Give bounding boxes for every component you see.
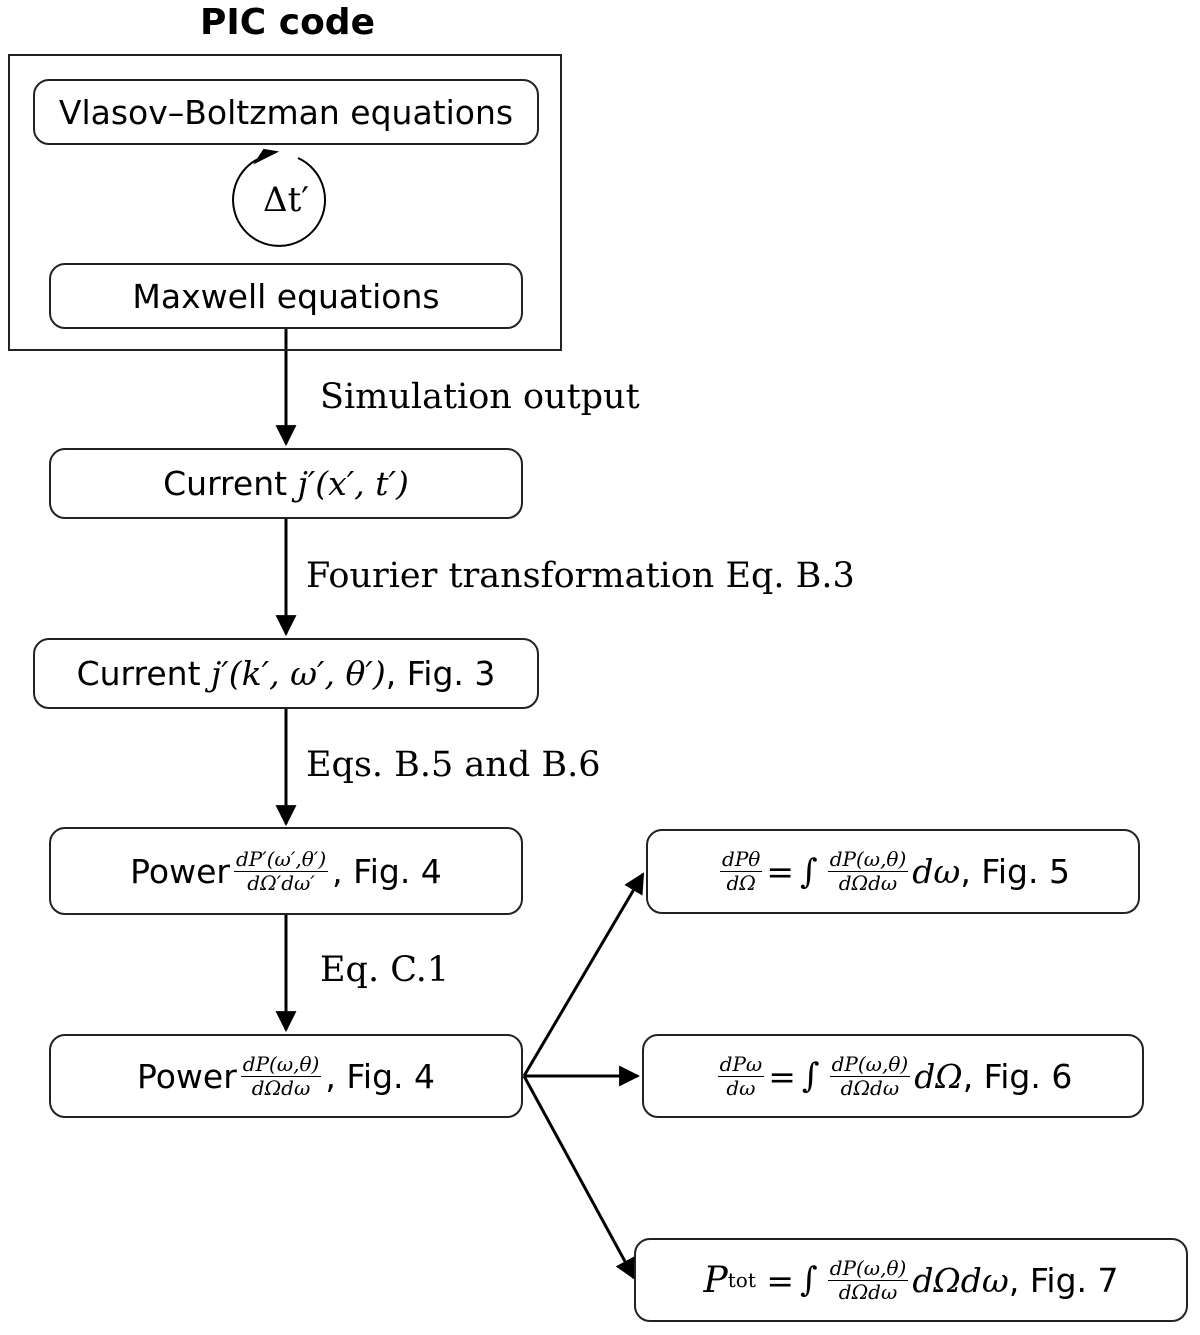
current-kwt-expr: j′(k′, ω′, θ′)	[211, 654, 386, 693]
power-fraction: dP(ω,θ) dΩdω	[240, 1051, 322, 1100]
edge-label-eqs-b5-b6: Eqs. B.5 and B.6	[306, 745, 601, 785]
edge-label-eq-c1: Eq. C.1	[320, 950, 450, 990]
current-kwt-node[interactable]: Current j′(k′, ω′, θ′) , Fig. 3	[33, 638, 539, 709]
dp-omega-differential: dΩ	[914, 1056, 963, 1096]
dp-omega-node[interactable]: dPω dω = ∫ dP(ω,θ) dΩdω dΩ , Fig. 6	[642, 1034, 1144, 1118]
vlasov-boltzman-node[interactable]: Vlasov–Boltzman equations	[33, 79, 539, 145]
arrow-power-to-p-tot	[522, 1075, 636, 1280]
p-tot-integrand: dP(ω,θ) dΩdω	[827, 1255, 909, 1304]
pic-code-frame	[8, 54, 562, 351]
power-node[interactable]: Power dP(ω,θ) dΩdω , Fig. 4	[49, 1034, 523, 1118]
dp-theta-differential: dω	[912, 852, 961, 891]
arrow-power-to-dp-theta	[522, 872, 645, 1077]
edge-label-fourier: Fourier transformation Eq. B.3	[306, 556, 855, 596]
current-xt-node[interactable]: Current j′(x′, t′)	[49, 448, 523, 519]
dp-theta-lhs: dPθ dΩ	[720, 847, 763, 895]
power-prime-fig: , Fig. 4	[332, 851, 442, 891]
integral-icon: ∫	[800, 1260, 818, 1300]
vlasov-boltzman-label: Vlasov–Boltzman equations	[58, 92, 514, 132]
current-kwt-fig: , Fig. 3	[385, 654, 496, 693]
dp-omega-integrand: dP(ω,θ) dΩdω	[829, 1051, 911, 1100]
p-tot-equals: =	[766, 1260, 795, 1300]
power-prime-node[interactable]: Power dP′(ω′,θ′) dΩ′dω′ , Fig. 4	[49, 827, 523, 915]
current-xt-word: Current	[163, 464, 288, 503]
time-step-label: Δt′	[263, 180, 309, 220]
power-prime-word: Power	[130, 851, 230, 891]
p-tot-differential: dΩdω	[912, 1260, 1009, 1300]
p-tot-symbol: P	[703, 1259, 728, 1301]
loop-cycle-icon	[232, 148, 326, 247]
current-kwt-word: Current	[76, 654, 201, 693]
p-tot-subscript: tot	[727, 1268, 756, 1292]
dp-omega-fig: , Fig. 6	[962, 1056, 1073, 1096]
dp-theta-integrand: dP(ω,θ) dΩdω	[827, 847, 909, 895]
dp-omega-equals: =	[768, 1056, 796, 1096]
edge-label-simulation-output: Simulation output	[320, 377, 640, 417]
current-xt-expr: j′(x′, t′)	[297, 464, 409, 503]
integral-icon: ∫	[799, 851, 818, 892]
dp-theta-equals: =	[766, 852, 794, 891]
maxwell-label: Maxwell equations	[132, 276, 440, 316]
dp-theta-node[interactable]: dPθ dΩ = ∫ dP(ω,θ) dΩdω dω , Fig. 5	[646, 829, 1140, 914]
integral-icon: ∫	[801, 1056, 820, 1096]
power-word: Power	[136, 1056, 237, 1096]
dp-theta-fig: , Fig. 5	[960, 852, 1070, 891]
power-fig: , Fig. 4	[325, 1056, 435, 1096]
p-tot-fig: , Fig. 7	[1008, 1260, 1119, 1300]
pic-code-title: PIC code	[200, 2, 375, 43]
power-prime-fraction: dP′(ω′,θ′) dΩ′dω′	[233, 846, 329, 895]
maxwell-node[interactable]: Maxwell equations	[49, 263, 523, 329]
dp-omega-lhs: dPω dω	[717, 1051, 765, 1100]
